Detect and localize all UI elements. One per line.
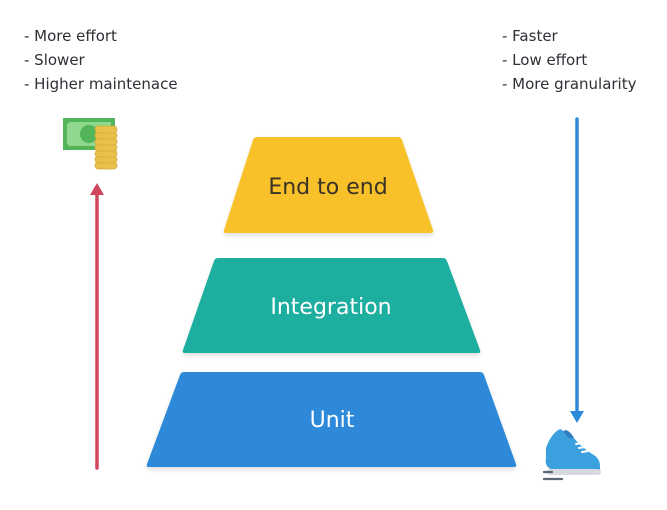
cost-notes-list: - More effort - Slower - Higher maintena… (24, 24, 178, 96)
speed-note-item: - More granularity (502, 75, 637, 93)
pyramid-layer-integration: Integration (182, 258, 481, 353)
layer-shape (182, 258, 481, 353)
running-shoe-icon (542, 429, 601, 481)
pyramid-layer-end-to-end: End to end (223, 137, 434, 233)
layer-label: Unit (310, 408, 355, 433)
cost-note-item: - Slower (24, 51, 85, 69)
speed-note-item: - Faster (502, 27, 558, 45)
cost-note-item: - Higher maintenace (24, 75, 178, 93)
pyramid-layer-unit: Unit (146, 372, 517, 467)
layer-label: End to end (268, 175, 387, 200)
cost-note-item: - More effort (24, 27, 117, 45)
layer-shape (223, 137, 434, 233)
layer-label: Integration (270, 295, 391, 320)
arrow-up-icon (90, 183, 104, 195)
cost-arrow (90, 183, 104, 470)
speed-note-item: - Low effort (502, 51, 588, 69)
arrow-down-icon (570, 411, 584, 423)
speed-notes-list: - Faster - Low effort - More granularity (502, 24, 636, 96)
speed-arrow (570, 117, 584, 423)
layer-shape (146, 372, 517, 467)
money-coins-icon (63, 118, 118, 170)
